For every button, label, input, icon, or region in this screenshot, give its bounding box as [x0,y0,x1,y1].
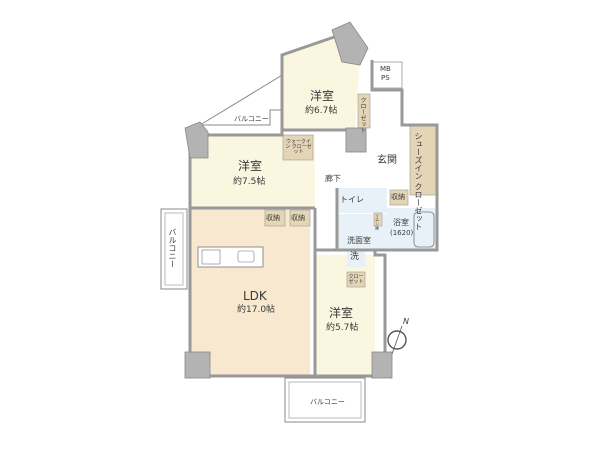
ldk-storage-2 [289,209,311,227]
washroom-label: 洗面室 [347,236,371,245]
walk-in-closet-label: ウォークイン クローゼット [285,139,312,155]
shoes-in-closet-label: シューズイン クローゼット [414,132,423,231]
entrance-label: 玄関 [377,155,397,166]
bathroom-floor [387,208,437,250]
west-balcony [160,208,188,290]
compass-icon [387,325,407,355]
toilet-label: トイレ [340,195,364,204]
walk-in-closet [282,134,314,161]
entrance-storage [389,189,409,206]
bathroom-size: (1620) [390,229,414,237]
ldk-floor [190,208,310,376]
west-balcony-label: バルコニー [168,228,177,268]
western-room-west-size: 約7.5帖 [233,177,266,187]
hallway-label: 廊下 [325,174,341,183]
western-room-south-label: 洋室 [329,306,354,320]
north-walls [190,33,341,137]
bathroom-label: 浴室 [393,218,409,227]
closet-north-label: クローゼット [359,97,366,133]
mb-label: MB [380,65,391,73]
closet-south [346,271,366,288]
western-room-north-size: 約6.7帖 [305,106,338,116]
ps-label: PS [381,74,390,82]
mb-ps-space [371,61,403,89]
ldk-storage-1-label: 収納 [266,214,280,222]
ldk-storage-1 [264,209,286,227]
south-balcony-label: バルコニー [310,398,345,406]
western-room-south-size: 約5.7帖 [326,323,359,333]
western-room-west-label: 洋室 [238,159,263,173]
western-room-north-label: 洋室 [310,89,335,103]
compass-north-label: N [403,317,409,326]
sink-icon [237,250,255,263]
ldk-size: 約17.0帖 [237,305,276,315]
western-room-north-floor [282,35,360,130]
structural-columns [184,21,393,379]
toilet-floor [337,188,387,213]
closet-south-label: クローゼット [348,274,364,285]
entrance-storage-label: 収納 [391,193,405,201]
washing-machine-label: 洗 [350,252,360,262]
linen-label: リネン庫 [375,214,380,230]
washing-machine-space [347,250,365,267]
bathtub [413,211,435,248]
ldk-storage-2-label: 収納 [291,214,305,222]
north-balcony-label: バルコニー [234,115,269,123]
linen-storage [373,212,383,227]
ldk-label: LDK [243,289,267,303]
stove-icon [201,249,221,265]
shoes-in-closet [409,124,438,196]
south-balcony [284,377,366,423]
